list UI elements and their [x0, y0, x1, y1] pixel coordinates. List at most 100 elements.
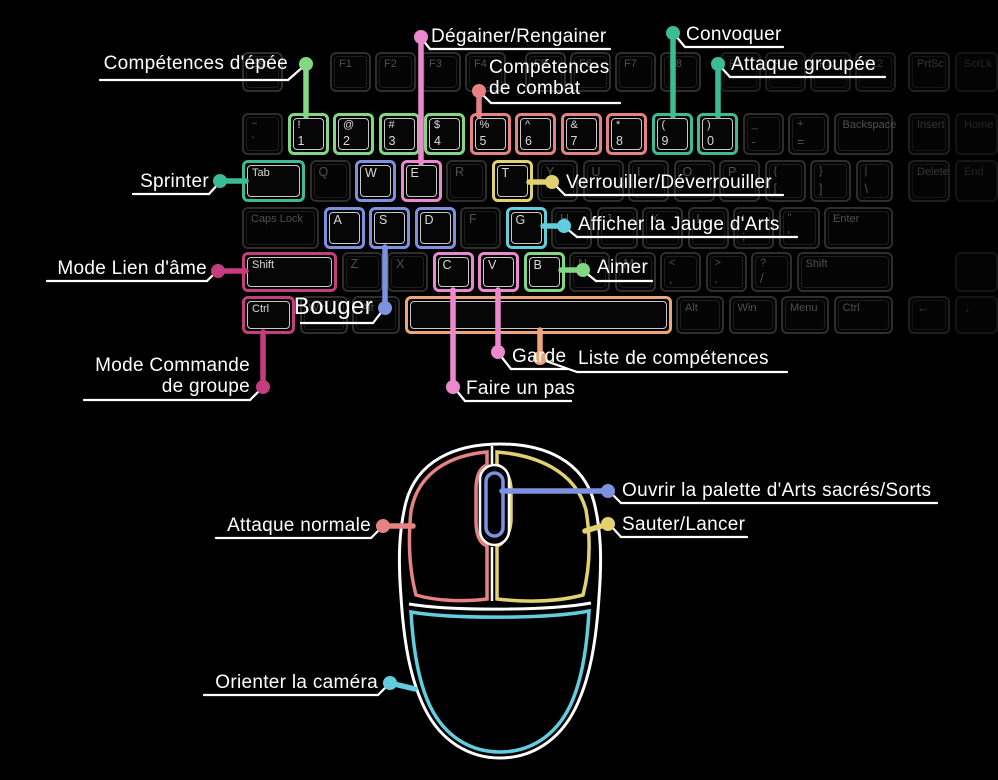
key-8: *8 [606, 113, 647, 155]
key-comma: <, [660, 252, 701, 292]
key-legend: 9 [661, 134, 669, 148]
key-l: L [687, 207, 729, 249]
key-legend: Shift [252, 259, 275, 271]
key-legend: Insert [917, 119, 945, 131]
key-o: O [673, 160, 715, 202]
key-period: >. [705, 252, 747, 292]
key-legend-shift: ) [707, 119, 711, 131]
key-legend-shift: @ [343, 119, 355, 131]
key-legend: ' [787, 229, 790, 243]
key-p: P [719, 160, 760, 202]
key-lshift: Shift [242, 252, 337, 292]
key-i: I [628, 160, 669, 202]
key-e: E [400, 160, 442, 202]
key-legend: F7 [624, 58, 637, 70]
key-legend: Menu [790, 302, 818, 314]
key-legend: Win [308, 302, 328, 314]
key-legend: Esc [251, 58, 270, 70]
key-f5: F5 [525, 52, 566, 92]
key-semicolon: :; [733, 207, 774, 249]
key-legend: Alt [685, 302, 698, 314]
key-f7: F7 [615, 52, 656, 92]
key-legend-shift: ^ [525, 119, 531, 131]
key-f12: F12 [855, 52, 896, 92]
key-legend: [ [773, 182, 777, 196]
key-9: (9 [651, 113, 693, 155]
key-u: U [582, 160, 624, 202]
key-legend: E [410, 166, 419, 180]
key-legend: M [623, 257, 634, 271]
key-legend: PrtSc [917, 58, 944, 70]
key-end: End [955, 160, 998, 202]
key-legend: 4 [434, 134, 441, 148]
key-esc: Esc [242, 52, 283, 92]
key-legend: T [501, 166, 510, 180]
key-0: )0 [697, 113, 738, 155]
key-1: !1 [287, 113, 329, 155]
key-legend-shift: ( [661, 119, 666, 131]
key-legend: F8 [669, 58, 682, 70]
key-legend: R [455, 165, 465, 179]
key-legend: 8 [616, 134, 623, 148]
key-legend-shift: ? [760, 257, 767, 269]
key-n: N [569, 252, 610, 292]
key-legend: S [379, 213, 388, 227]
key-legend: J [605, 212, 612, 226]
key-5: %5 [469, 113, 511, 155]
key-legend: U [591, 165, 601, 179]
key-f8: F8 [660, 52, 701, 92]
key-legend: ` [251, 135, 256, 149]
key-left: ← [908, 296, 950, 334]
key-w: W [355, 160, 396, 202]
key-f2: F2 [375, 52, 416, 92]
key-legend: F1 [339, 58, 352, 70]
key-f1: F1 [330, 52, 371, 92]
key-legend: F3 [429, 58, 442, 70]
key-legend: Delete [917, 166, 949, 178]
key-legend-shift: } [819, 165, 823, 177]
key-legend: Ctrl [252, 303, 270, 315]
key-b: B [523, 252, 565, 292]
key-legend-shift: ~ [251, 118, 258, 130]
key-legend: Enter [833, 213, 860, 225]
key-f10: F10 [765, 52, 806, 92]
key-legend: W [365, 166, 377, 180]
key-legend: = [797, 135, 805, 149]
key-z: Z [341, 252, 383, 292]
key-legend: Q [318, 165, 329, 179]
key-legend: - [751, 135, 756, 149]
key-f3: F3 [420, 52, 461, 92]
key-legend-shift: $ [434, 119, 441, 131]
key-legend: F10 [774, 58, 793, 70]
key-k: K [642, 207, 683, 249]
key-legend: / [760, 272, 764, 286]
key-legend: ; [742, 229, 746, 243]
key-f4: F4 [465, 52, 506, 92]
key-legend-shift: < [669, 257, 676, 269]
key-backtick: ~` [242, 113, 283, 155]
key-legend: 3 [388, 134, 396, 148]
key-space [404, 296, 672, 334]
key-legend: 2 [343, 134, 350, 148]
key-legend: F9 [729, 58, 742, 70]
key-legend-shift: : [742, 212, 746, 224]
key-f11: F11 [810, 52, 851, 92]
key-legend-shift: { [773, 165, 778, 177]
key-insert: Insert [908, 113, 950, 155]
key-legend: C [442, 258, 452, 272]
key-r: R [446, 160, 487, 202]
key-s: S [369, 207, 410, 249]
key-legend: Y [546, 165, 555, 179]
key-6: ^6 [515, 113, 556, 155]
key-legend: ScrLk [964, 58, 993, 70]
key-legend: 7 [570, 134, 578, 148]
key-legend: B [533, 258, 542, 272]
key-lbracket: {[ [764, 160, 806, 202]
key-backslash: |\ [855, 160, 893, 202]
key-legend-shift: & [570, 119, 578, 131]
key-legend: Home [964, 119, 994, 131]
key-legend: O [682, 165, 693, 179]
key-g: G [505, 207, 547, 249]
key-legend-shift: + [797, 118, 804, 130]
key-t: T [491, 160, 533, 202]
